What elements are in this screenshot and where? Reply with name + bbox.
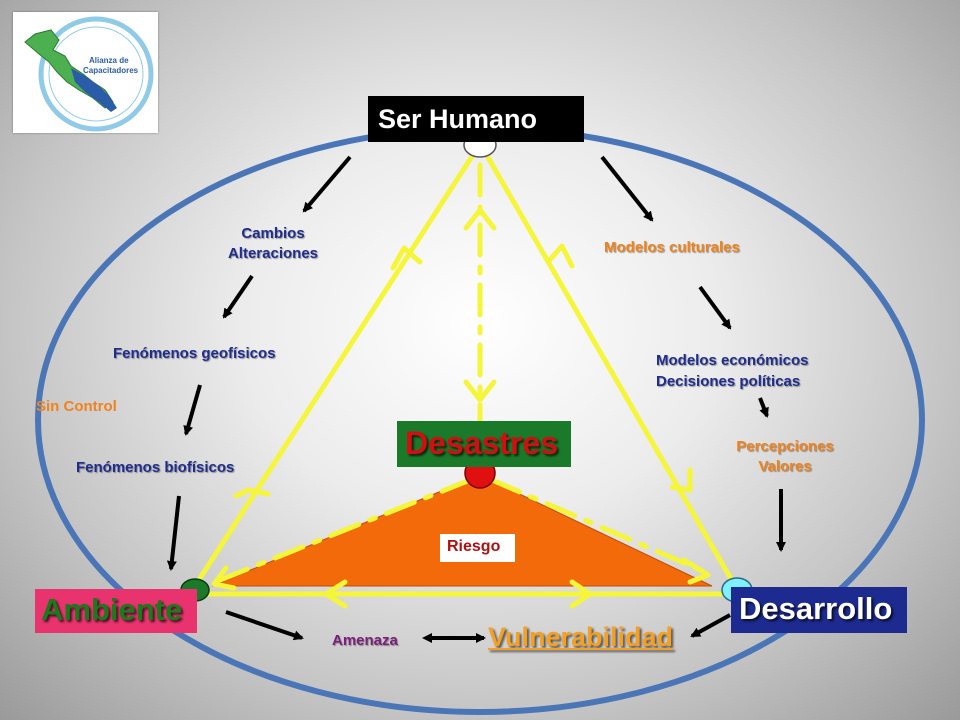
triangle-lines: [192, 144, 738, 597]
riesgo-label: Riesgo: [447, 538, 501, 555]
modelos-culturales-label: Modelos culturales: [604, 239, 740, 256]
cambios-alteraciones-label: Cambios Alteraciones: [214, 224, 332, 264]
percepciones-text: Percepciones: [736, 438, 834, 455]
logo-line2: Capacitadores: [83, 66, 139, 75]
desastres-label: Desastres: [405, 425, 558, 461]
ser-humano-label: Ser Humano: [378, 104, 538, 134]
decisiones-politicas-text: Decisiones políticas: [656, 373, 801, 390]
amenaza-label: Amenaza: [332, 632, 398, 649]
ambiente-label: Ambiente: [41, 592, 183, 627]
logo-graphic: [24, 16, 154, 132]
modelos-economicos-label: Modelos económicos Decisiones políticas: [656, 350, 809, 392]
cambios-text: Cambios: [241, 225, 305, 242]
fenomenos-geofisicos-label: Fenómenos geofísicos: [113, 345, 276, 362]
desarrollo-label: Desarrollo: [739, 591, 893, 626]
riesgo-box: Riesgo: [440, 534, 515, 562]
desastres-box: Desastres: [397, 421, 571, 467]
logo-line1: Alianza de: [89, 56, 129, 65]
alteraciones-text: Alteraciones: [227, 245, 319, 262]
valores-text: Valores: [758, 458, 812, 475]
percepciones-valores-label: Percepciones Valores: [716, 437, 854, 477]
black-arrows: [166, 155, 786, 643]
fenomenos-biofisicos-label: Fenómenos biofísicos: [76, 459, 235, 476]
vulnerabilidad-label: Vulnerabilidad: [488, 622, 674, 652]
desarrollo-box: Desarrollo: [731, 587, 907, 633]
yellow-arrowheads: [211, 207, 711, 609]
modelos-economicos-text: Modelos económicos: [656, 352, 809, 369]
sin-control-label: Sin Control: [36, 398, 117, 415]
riesgo-triangle: [211, 474, 713, 587]
ser-humano-box: Ser Humano: [368, 96, 584, 142]
ambiente-box: Ambiente: [35, 589, 197, 633]
logo: Alianza de Capacitadores: [13, 12, 158, 133]
